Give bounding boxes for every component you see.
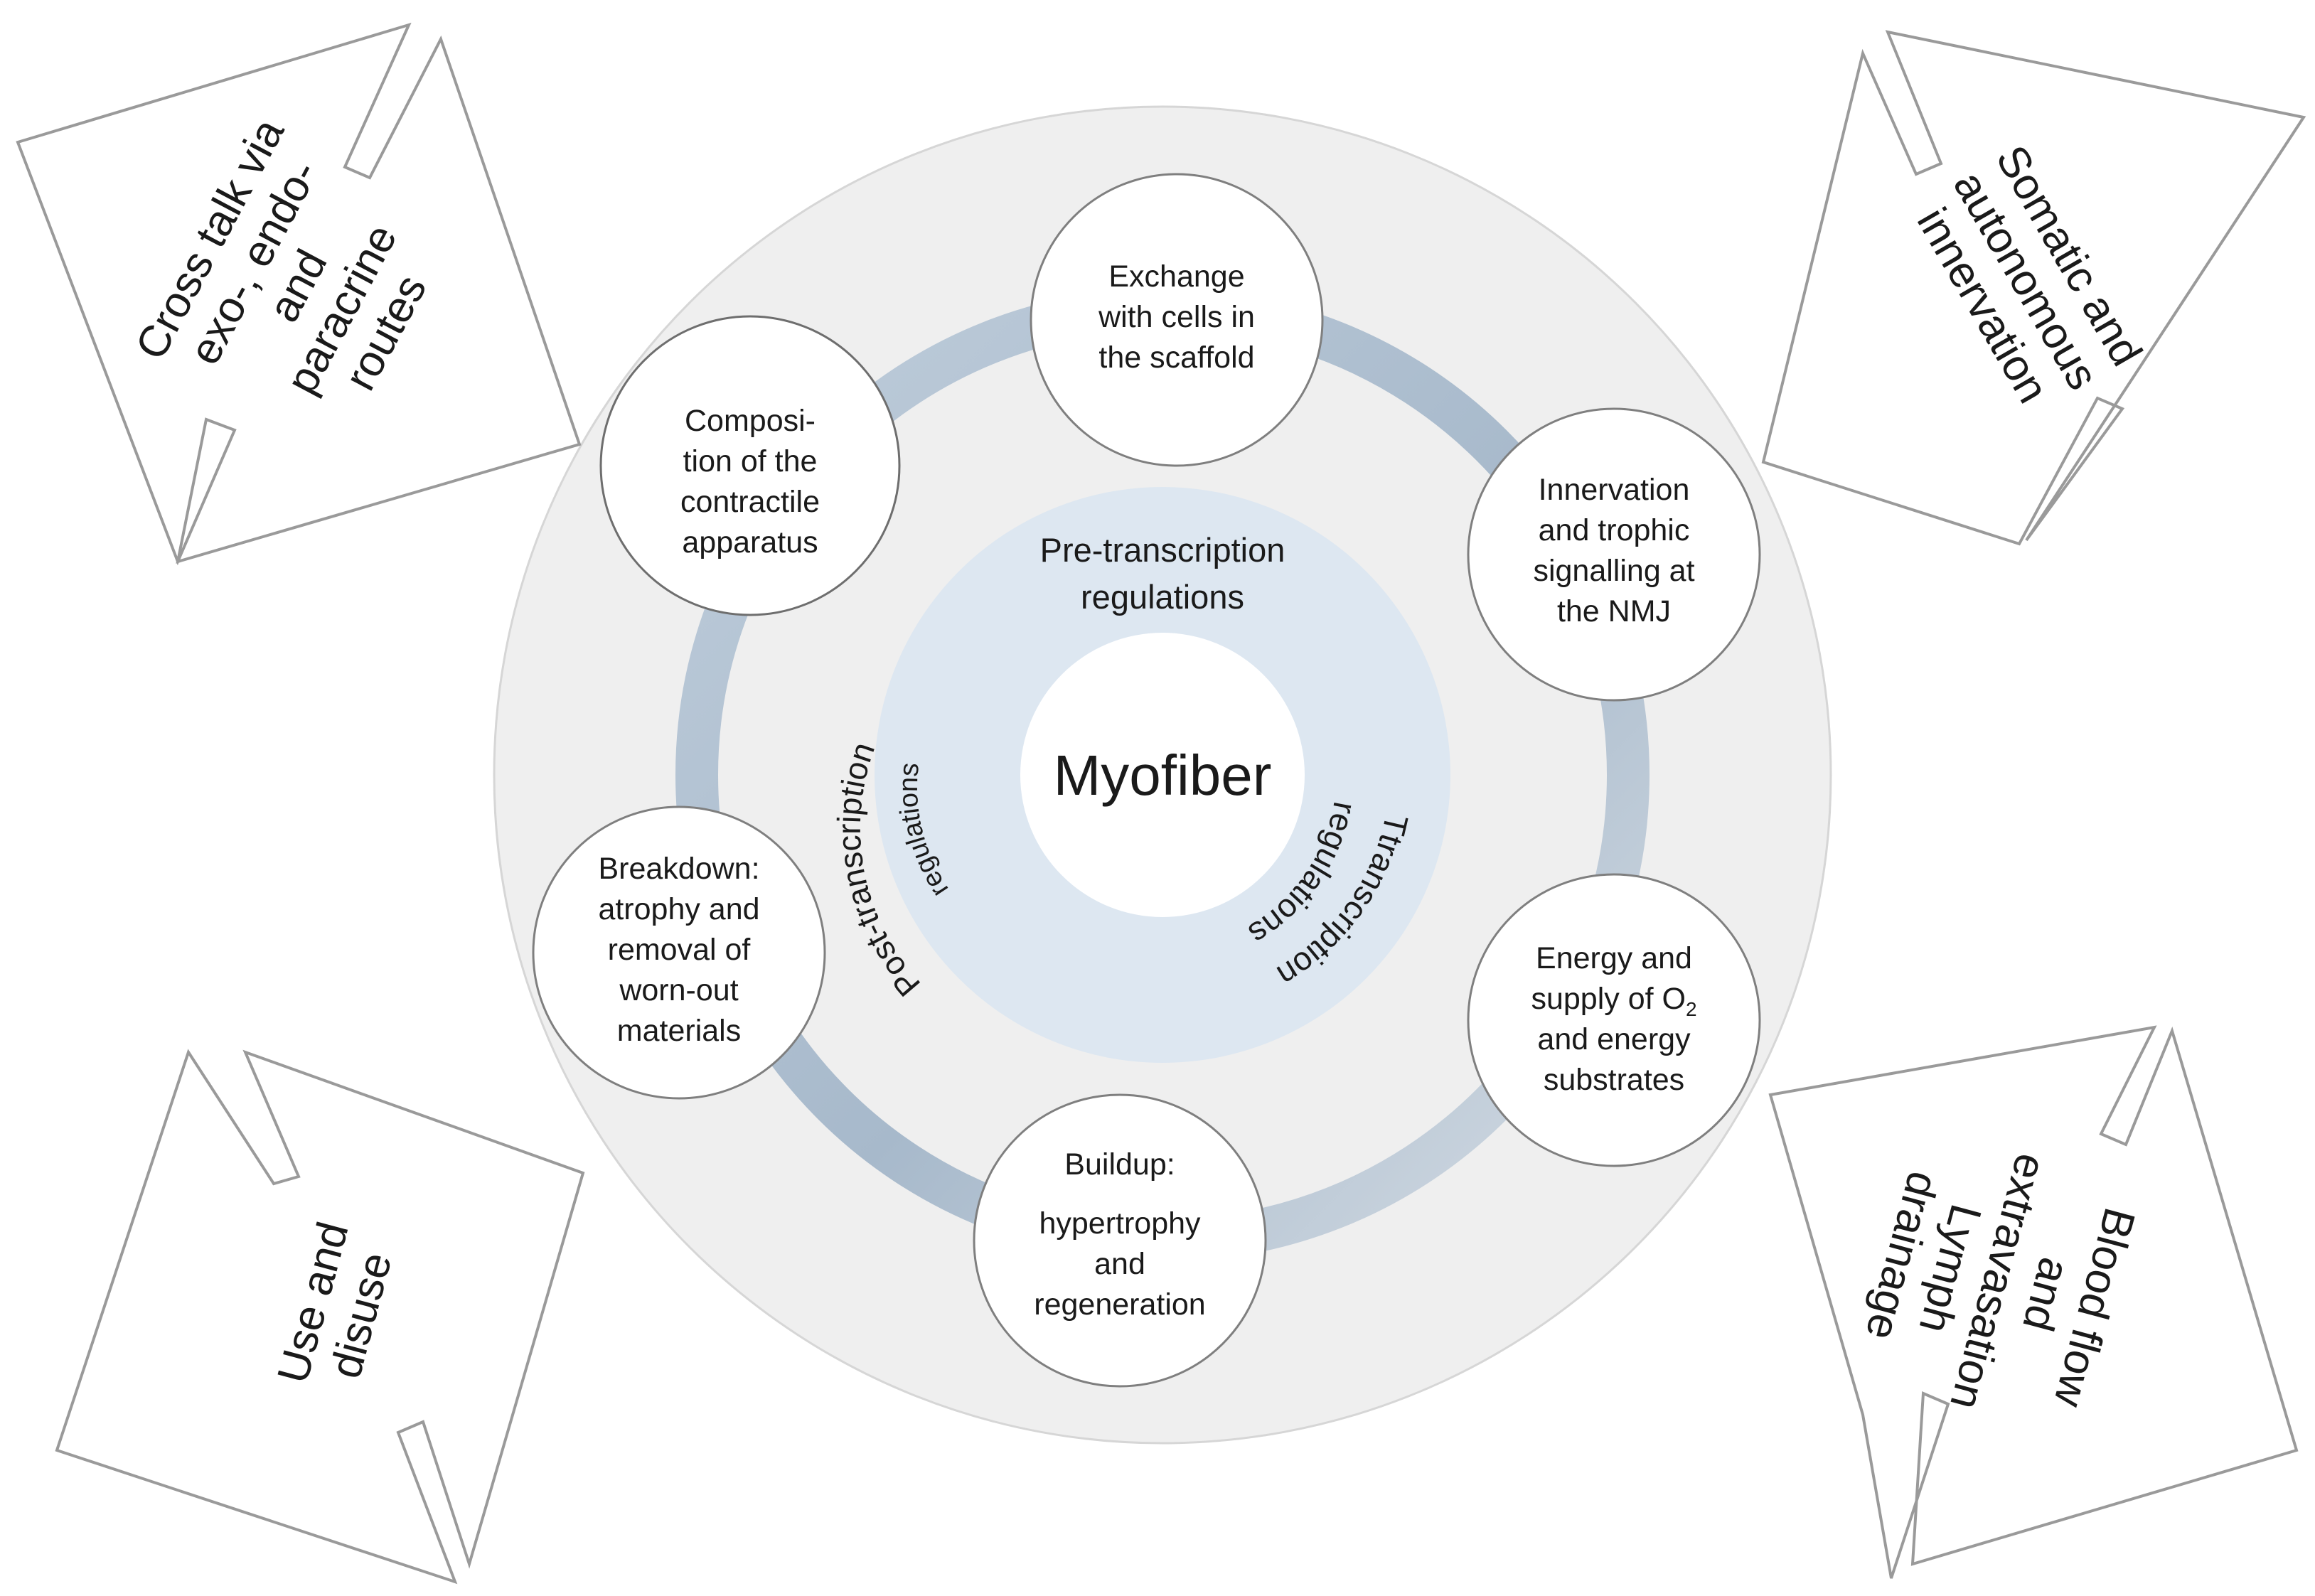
myofiber-label: Myofiber — [1054, 744, 1272, 807]
node-energy-line1: Energy and — [1536, 941, 1692, 975]
myofiber-core — [1020, 633, 1305, 917]
corner-use-disuse: Use and disuse — [55, 1049, 585, 1585]
node-breakdown-line2: atrophy and — [598, 892, 759, 926]
node-breakdown-line3: removal of — [608, 933, 752, 967]
corner-blood-flow-frame — [1768, 1025, 2299, 1579]
node-breakdown-line1: Breakdown: — [598, 852, 759, 886]
pre-transcription-line2: regulations — [1081, 578, 1244, 616]
pre-transcription-line1: Pre-transcription — [1040, 531, 1285, 569]
node-exchange-line3: the scaffold — [1098, 341, 1254, 375]
node-composition-line2: tion of the — [683, 444, 818, 478]
corner-cross-talk: Cross talk via exo-, endo- and paracrine… — [16, 22, 582, 566]
node-composition: Composi- tion of the contractile apparat… — [599, 315, 901, 616]
node-breakdown-line5: materials — [617, 1014, 741, 1048]
pre-transcription-label: Pre-transcription regulations — [1040, 531, 1285, 616]
node-innervation-line4: the NMJ — [1557, 594, 1671, 628]
node-exchange-line1: Exchange — [1108, 259, 1244, 294]
node-innervation-line2: and trophic — [1539, 513, 1690, 547]
node-buildup-line3: and — [1094, 1247, 1145, 1281]
node-breakdown-line4: worn-out — [619, 973, 738, 1007]
node-innervation-line1: Innervation — [1539, 473, 1690, 507]
node-composition-line4: apparatus — [682, 525, 818, 559]
node-energy-line2: supply of O2 — [1531, 982, 1696, 1020]
node-buildup-circle — [973, 1093, 1267, 1388]
corner-cross-talk-frame — [16, 22, 582, 566]
node-innervation-circle — [1467, 407, 1761, 702]
node-buildup: Buildup: hypertrophy and regeneration — [973, 1093, 1267, 1388]
node-innervation-line3: signalling at — [1533, 554, 1694, 588]
corner-blood-flow: Blood flow and extravasation Lymph drain… — [1768, 1025, 2299, 1579]
node-buildup-line1: Buildup: — [1064, 1147, 1175, 1182]
corner-somatic-innervation-frame — [1761, 30, 2306, 546]
node-energy-line2-main: supply of O — [1531, 982, 1686, 1016]
node-energy-circle — [1467, 873, 1761, 1167]
node-buildup-line4: regeneration — [1034, 1287, 1205, 1322]
node-energy-line2-sub: 2 — [1686, 998, 1697, 1020]
node-energy-line4: substrates — [1544, 1063, 1684, 1097]
node-energy: Energy and supply of O2 and energy subst… — [1467, 873, 1761, 1167]
corner-somatic-innervation: Somatic and autonomous innervation — [1761, 30, 2306, 546]
node-exchange-line2: with cells in — [1098, 300, 1255, 334]
node-exchange-circle — [1030, 173, 1324, 467]
node-innervation: Innervation and trophic signalling at th… — [1467, 407, 1761, 702]
node-breakdown: Breakdown: atrophy and removal of worn-o… — [532, 805, 826, 1100]
node-composition-line3: contractile — [680, 485, 820, 519]
node-composition-line1: Composi- — [685, 404, 816, 438]
node-energy-line3: and energy — [1537, 1022, 1691, 1056]
corner-use-disuse-frame — [55, 1049, 585, 1585]
node-exchange: Exchange with cells in the scaffold — [1030, 173, 1324, 467]
node-buildup-line2: hypertrophy — [1039, 1206, 1201, 1241]
node-breakdown-circle — [532, 805, 826, 1100]
node-composition-circle — [599, 315, 901, 616]
